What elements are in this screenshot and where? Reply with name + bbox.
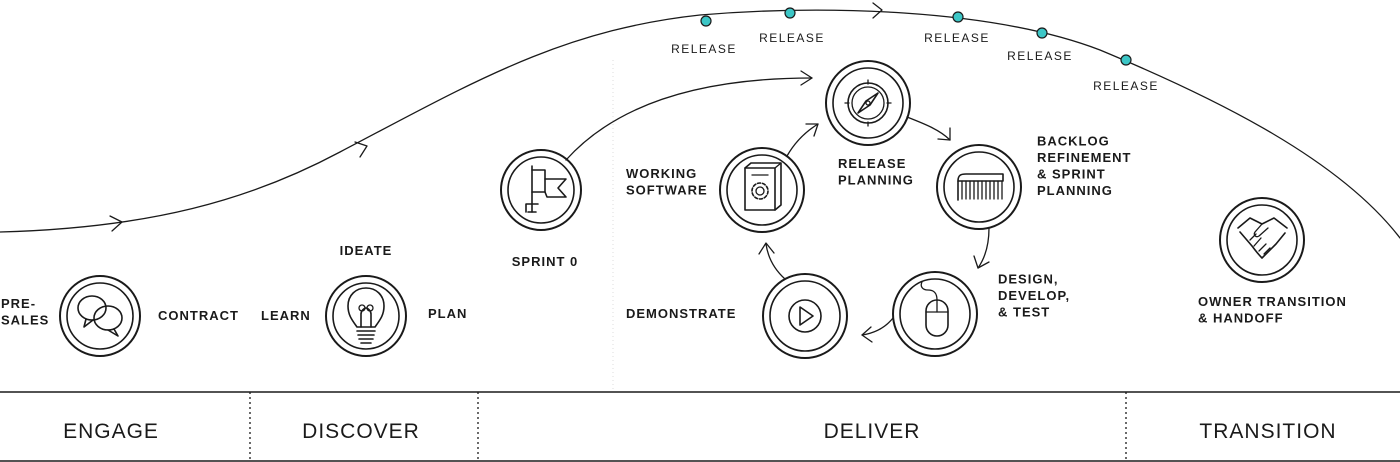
design-label-line-3: & TEST xyxy=(998,305,1050,320)
design-label-line-1: DESIGN, xyxy=(998,272,1058,287)
ideate-label: IDEATE xyxy=(340,243,393,258)
comb-icon xyxy=(957,173,1004,201)
contract-label: CONTRACT xyxy=(158,308,239,323)
play-icon xyxy=(788,299,822,333)
sprint0-to-release-arrow xyxy=(565,77,813,161)
phase-engage: ENGAGE xyxy=(63,420,159,443)
learn-label-line-1: LEARN xyxy=(261,308,311,323)
release-dot-3 xyxy=(952,11,964,23)
release-label-5: RELEASE xyxy=(1093,79,1159,93)
cycle-arrow-2 xyxy=(906,116,951,141)
sprint0-label-line-1: SPRINT 0 xyxy=(512,254,579,269)
backlog-label-line-1: BACKLOG xyxy=(1037,133,1110,148)
design-node xyxy=(892,271,978,357)
phase-discover: DISCOVER xyxy=(302,420,420,443)
compass-icon xyxy=(844,79,892,127)
demonstrate-label-line-1: DEMONSTRATE xyxy=(626,306,736,321)
handshake-icon xyxy=(1237,217,1288,259)
lightbulb-icon xyxy=(347,287,385,344)
release-planning-node xyxy=(825,60,911,146)
presales-label-line-2: SALES xyxy=(1,312,49,327)
cycle-arrowhead-2 xyxy=(937,127,951,141)
working-software-node xyxy=(719,147,805,233)
cycle-arrowhead-4 xyxy=(861,326,873,343)
backlog-node xyxy=(936,144,1022,230)
project-curve xyxy=(0,9,1400,239)
phase-transition: TRANSITION xyxy=(1199,420,1336,443)
software-box-gear-icon xyxy=(744,162,782,211)
ideate-node xyxy=(325,275,407,357)
plan-label: PLAN xyxy=(428,306,467,321)
release-dot-1 xyxy=(700,15,712,27)
computer-mouse-icon xyxy=(920,281,949,337)
release-label-1: RELEASE xyxy=(671,42,737,56)
comb-teeth xyxy=(961,180,1003,200)
release-dot-4 xyxy=(1036,27,1048,39)
cycle-arrowhead-5 xyxy=(758,242,775,255)
release-label-3: RELEASE xyxy=(924,31,990,45)
working-software-label-line-1: WORKING xyxy=(626,166,697,181)
cycle-arrowhead-1 xyxy=(805,123,819,137)
release-planning-label-line-2: PLANNING xyxy=(838,172,914,187)
overlapping-speech-bubbles-icon xyxy=(77,295,123,337)
learn-label: LEARN xyxy=(261,308,311,323)
backlog-label-line-3: & SPRINT xyxy=(1037,166,1106,181)
curve-arrow-1 xyxy=(109,215,123,232)
release-label-4: RELEASE xyxy=(1007,49,1073,63)
demonstrate-node xyxy=(762,273,848,359)
cycle-arrow-5 xyxy=(765,243,786,280)
presales-node xyxy=(59,275,141,357)
backlog-label-line-2: REFINEMENT xyxy=(1037,150,1132,165)
ideate-label-line-1: IDEATE xyxy=(340,243,393,258)
design-label-line-2: DEVELOP, xyxy=(998,288,1070,303)
owner-transition-node xyxy=(1219,197,1305,283)
release-dot-2 xyxy=(784,7,796,19)
curve-arrow-3 xyxy=(872,2,883,19)
owner-transition-label-line-2: & HANDOFF xyxy=(1198,310,1284,325)
design-label: DESIGN,DEVELOP, & TEST xyxy=(998,272,1070,320)
cycle-arrow-3 xyxy=(977,227,990,269)
curve-arrow-2 xyxy=(354,141,368,158)
owner-transition-label-line-1: OWNER TRANSITION xyxy=(1198,294,1347,309)
demonstrate-label: DEMONSTRATE xyxy=(626,306,736,321)
release-planning-label-line-1: RELEASE xyxy=(838,156,906,171)
release-label-2: RELEASE xyxy=(759,31,825,45)
owner-transition-label: OWNER TRANSITION& HANDOFF xyxy=(1198,294,1347,326)
contract-label-line-1: CONTRACT xyxy=(158,308,239,323)
phase-deliver: DELIVER xyxy=(824,420,921,443)
release-dot-5 xyxy=(1120,54,1132,66)
sprint0-node xyxy=(500,149,582,231)
backlog-label-line-4: PLANNING xyxy=(1037,183,1113,198)
plan-label-line-1: PLAN xyxy=(428,306,467,321)
cycle-arrow-4 xyxy=(861,317,894,336)
cycle-arrow-1 xyxy=(786,123,819,157)
presales-label: PRE-SALES xyxy=(1,296,49,328)
presales-label-line-1: PRE- xyxy=(1,296,36,311)
working-software-label-line-2: SOFTWARE xyxy=(626,182,708,197)
arrowhead-sprint0 xyxy=(800,70,813,86)
flag-icon xyxy=(525,165,567,213)
backlog-label: BACKLOG REFINEMENT& SPRINT PLANNING xyxy=(1037,133,1132,198)
sprint0-label: SPRINT 0 xyxy=(512,254,579,269)
cycle-arrowhead-3 xyxy=(973,255,990,269)
